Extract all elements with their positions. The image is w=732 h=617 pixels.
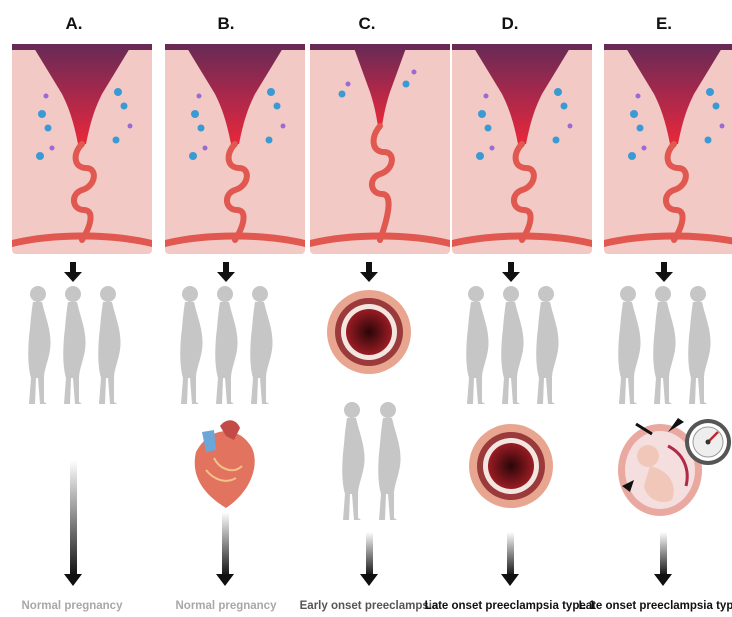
- arrow-down-icon: [502, 262, 520, 282]
- caption-c: Early onset preeclampsia: [300, 600, 439, 612]
- artery-cross-section-icon: [469, 424, 553, 508]
- uterine-panel-b: [165, 44, 305, 254]
- gradient-arrow-icon: [70, 460, 77, 576]
- women-group-d: [456, 286, 566, 416]
- arrow-down-icon: [655, 262, 673, 282]
- column-e: E. Late onset preeclampsia type 2: [579, 14, 732, 612]
- heart-icon: [195, 420, 255, 508]
- column-a-letter: A.: [66, 14, 83, 33]
- column-a: A. Normal pregnancy: [12, 14, 152, 612]
- arrow-down-icon: [217, 262, 235, 282]
- column-b-letter: B.: [218, 14, 235, 33]
- column-d: D. Late onset preeclampsia type 1: [425, 14, 596, 612]
- uterine-panel-e: [604, 44, 732, 254]
- caption-a: Normal pregnancy: [22, 600, 124, 612]
- caption-d: Late onset preeclampsia type 1: [425, 600, 596, 612]
- caption-b: Normal pregnancy: [176, 600, 278, 612]
- column-c: C. Early onset preeclampsia: [300, 14, 450, 612]
- caption-e: Late onset preeclampsia type 2: [579, 600, 732, 612]
- uterine-panel-c: [310, 44, 450, 254]
- women-group-c: [332, 402, 408, 532]
- gradient-arrow-icon: [660, 532, 667, 576]
- arrow-down-icon: [64, 262, 82, 282]
- column-d-letter: D.: [502, 14, 519, 33]
- pressure-gauge-icon: [685, 419, 731, 465]
- uterine-panel-a: [12, 44, 152, 254]
- uterine-panel-d: [452, 44, 592, 254]
- gradient-arrow-icon: [366, 532, 373, 576]
- artery-cross-section-icon: [327, 290, 411, 374]
- column-b: B. Normal pregnancy: [165, 14, 305, 612]
- column-c-letter: C.: [359, 14, 376, 33]
- gradient-arrow-icon: [507, 532, 514, 576]
- gradient-arrow-icon: [222, 512, 229, 576]
- women-group-b: [170, 286, 280, 412]
- arrow-down-icon: [360, 262, 378, 282]
- women-group-e: [608, 286, 718, 416]
- column-e-letter: E.: [656, 14, 672, 33]
- women-group-a: [18, 286, 128, 412]
